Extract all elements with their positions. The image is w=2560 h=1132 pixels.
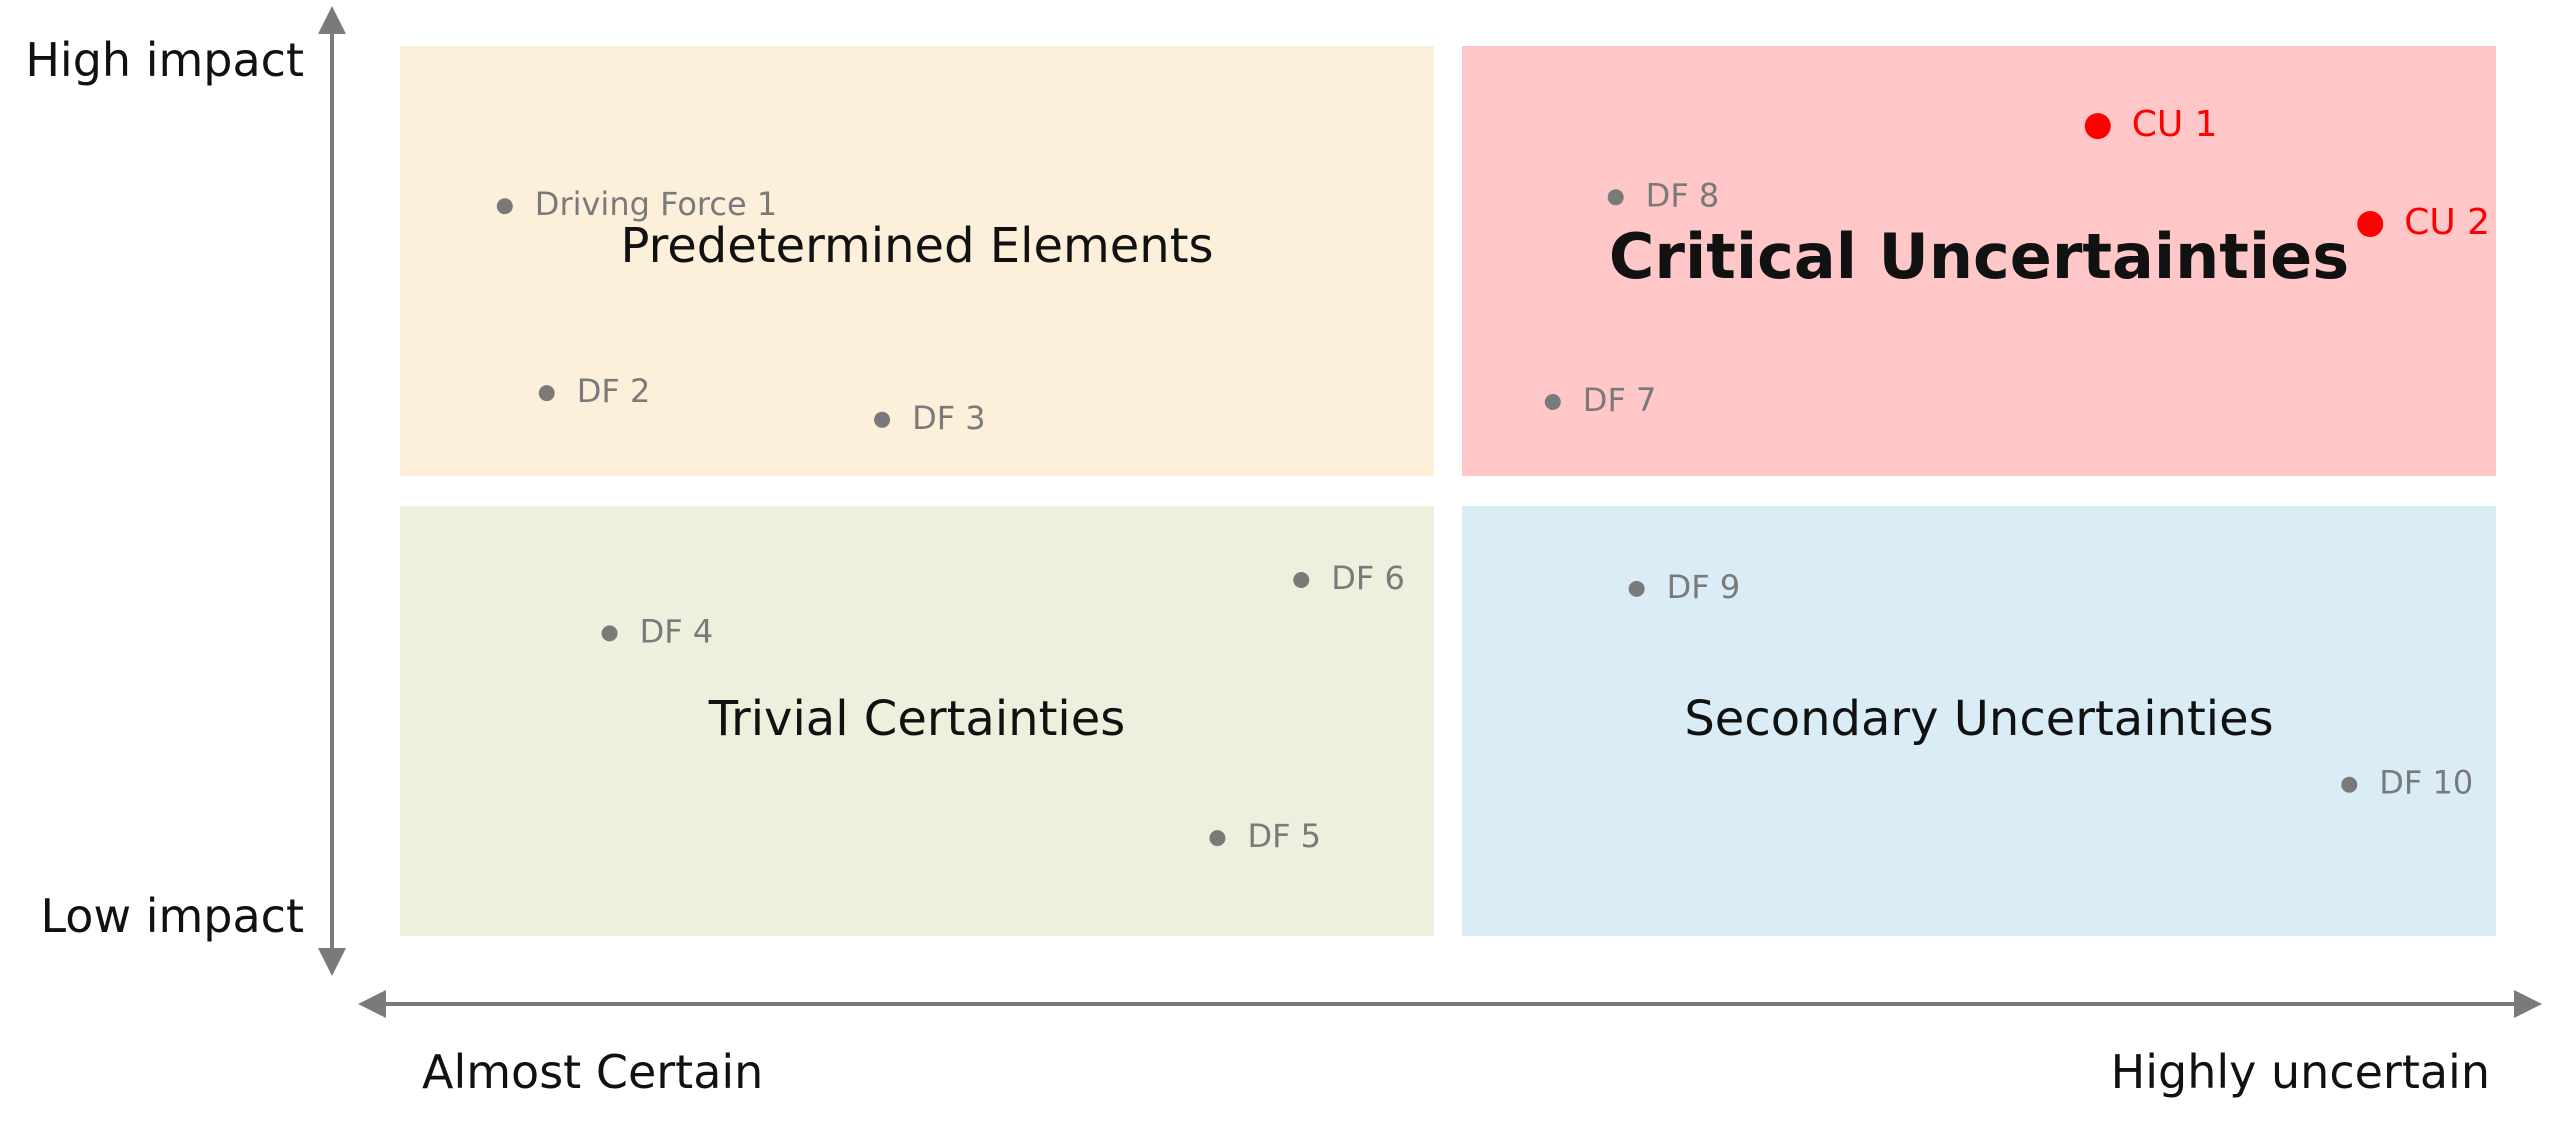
quadrant-predetermined-elements: [400, 46, 1434, 476]
axes: High impact Low impact Almost Certain Hi…: [25, 6, 2542, 1099]
quadrant-trivial-certainties: [400, 506, 1434, 936]
point-label: DF 8: [1646, 176, 1720, 214]
point-df-10: DF 10: [2341, 764, 2473, 802]
point-df-2: DF 2: [538, 372, 651, 410]
y-axis-top-label: High impact: [25, 33, 304, 87]
point-cu-2: CU 2: [2357, 202, 2490, 243]
point-marker: [2357, 211, 2384, 237]
point-df-3: DF 3: [874, 399, 986, 437]
point-marker: [1544, 394, 1561, 410]
point-marker: [2341, 776, 2358, 793]
point-marker: [538, 385, 555, 402]
point-marker: [874, 411, 891, 428]
point-marker: [1628, 580, 1645, 597]
point-label: DF 9: [1667, 568, 1741, 606]
quadrant-critical-uncertainties: [1462, 46, 2496, 476]
quadrants: [400, 46, 2496, 936]
point-marker: [2084, 113, 2111, 140]
point-df-6: DF 6: [1293, 559, 1405, 597]
quadrant-title-predetermined: Predetermined Elements: [620, 218, 1213, 274]
driving-force-points: Driving Force 1 DF 2 DF 3 DF 4 DF 5 DF 6 DF 7 D…: [496, 104, 2490, 855]
point-label: DF 10: [2379, 764, 2473, 802]
point-label: DF 6: [1331, 559, 1405, 597]
quadrant-title-critical: Critical Uncertainties: [1609, 220, 2349, 293]
point-df-8: DF 8: [1607, 176, 1720, 214]
point-label: DF 4: [640, 612, 714, 650]
quadrant-title-secondary: Secondary Uncertainties: [1684, 691, 2273, 747]
point-label: DF 3: [912, 399, 986, 437]
point-label: DF 5: [1247, 817, 1321, 855]
point-label: DF 7: [1583, 381, 1657, 419]
x-axis-right-label: Highly uncertain: [2111, 1045, 2490, 1099]
point-driving-force-1: Driving Force 1: [496, 185, 777, 223]
y-axis-bottom-label: Low impact: [40, 889, 304, 943]
quadrant-title-trivial: Trivial Certainties: [708, 691, 1126, 747]
point-df-7: DF 7: [1544, 381, 1657, 419]
quadrant-secondary-uncertainties: [1462, 506, 2496, 936]
quadrant-titles: Predetermined Elements Critical Uncertai…: [620, 218, 2349, 747]
point-label: CU 2: [2404, 202, 2490, 243]
point-marker: [496, 198, 513, 215]
point-label: DF 2: [577, 372, 651, 410]
point-marker: [601, 625, 618, 642]
point-label: Driving Force 1: [535, 185, 777, 223]
x-axis-left-label: Almost Certain: [422, 1045, 763, 1099]
point-marker: [1607, 189, 1624, 206]
point-label: CU 1: [2132, 104, 2218, 145]
point-cu-1: CU 1: [2084, 104, 2218, 145]
point-marker: [1209, 830, 1226, 847]
point-df-5: DF 5: [1209, 817, 1321, 855]
point-marker: [1293, 572, 1310, 588]
point-df-9: DF 9: [1628, 568, 1741, 606]
point-df-4: DF 4: [601, 612, 714, 650]
